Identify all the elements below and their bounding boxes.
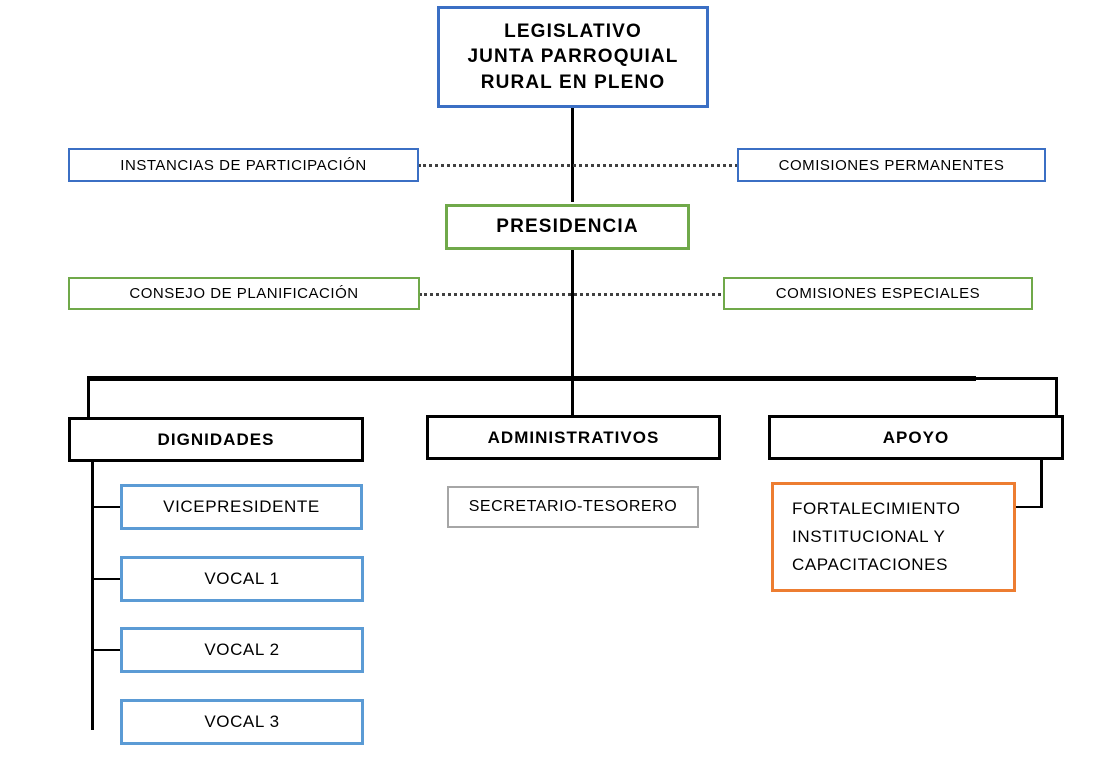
connector-stub-vocal-1 — [91, 578, 121, 580]
connector-dotted-asesoria — [419, 293, 726, 296]
node-dignidades[interactable]: DIGNIDADES — [68, 417, 364, 462]
node-apoyo[interactable]: APOYO — [768, 415, 1064, 460]
node-vocal-1[interactable]: VOCAL 1 — [120, 556, 364, 602]
node-vocal-3[interactable]: VOCAL 3 — [120, 699, 364, 745]
node-comisiones-permanentes[interactable]: COMISIONES PERMANENTES — [737, 148, 1046, 182]
connector-dotted-participacion — [418, 164, 738, 167]
node-vicepresidente-label: VICEPRESIDENTE — [163, 497, 320, 516]
node-presidencia[interactable]: PRESIDENCIA — [445, 204, 690, 250]
node-consejo-planificacion-label: CONSEJO DE PLANIFICACIÓN — [129, 285, 359, 302]
node-fortalecimiento-institucional[interactable]: FORTALECIMIENTO INSTITUCIONAL Y CAPACITA… — [771, 482, 1016, 592]
node-comisiones-permanentes-label: COMISIONES PERMANENTES — [778, 156, 1005, 174]
connector-apoyo-drop — [1040, 460, 1043, 508]
node-comisiones-especiales[interactable]: COMISIONES ESPECIALES — [723, 277, 1033, 310]
node-comisiones-especiales-label: COMISIONES ESPECIALES — [775, 285, 981, 302]
node-legislativo-label: LEGISLATIVO JUNTA PARROQUIAL RURAL EN PL… — [467, 21, 679, 93]
node-vocal-3-label: VOCAL 3 — [204, 712, 280, 731]
node-vocal-2[interactable]: VOCAL 2 — [120, 627, 364, 673]
connector-bus-to-dignidades — [87, 376, 90, 418]
node-instancias-participacion-label: INSTANCIAS DE PARTICIPACIÓN — [120, 156, 367, 174]
connector-stub-vicepresidente — [91, 506, 121, 508]
node-secretario-tesorero[interactable]: SECRETARIO-TESORERO — [447, 486, 699, 528]
node-legislativo[interactable]: LEGISLATIVO JUNTA PARROQUIAL RURAL EN PL… — [437, 6, 709, 108]
connector-bus-to-administrativos — [571, 376, 574, 416]
connector-stub-vocal-2 — [91, 649, 121, 651]
node-consejo-planificacion[interactable]: CONSEJO DE PLANIFICACIÓN — [68, 277, 420, 310]
connector-bus-horizontal-extension — [973, 377, 1058, 380]
node-presidencia-label: PRESIDENCIA — [496, 216, 639, 237]
connector-apoyo-to-fortalecimiento — [1014, 506, 1043, 508]
node-secretario-tesorero-label: SECRETARIO-TESORERO — [468, 498, 678, 515]
connector-legislativo-presidencia — [571, 107, 574, 202]
connector-bus-to-apoyo — [1055, 377, 1058, 416]
node-administrativos-label: ADMINISTRATIVOS — [487, 427, 660, 447]
connector-presidencia-bus — [571, 250, 574, 380]
node-vocal-2-label: VOCAL 2 — [204, 640, 280, 659]
node-apoyo-label: APOYO — [882, 427, 950, 447]
connector-dignidades-spine — [91, 462, 94, 730]
node-vocal-1-label: VOCAL 1 — [204, 569, 280, 588]
node-administrativos[interactable]: ADMINISTRATIVOS — [426, 415, 721, 460]
connector-bus-horizontal — [87, 376, 976, 381]
node-instancias-participacion[interactable]: INSTANCIAS DE PARTICIPACIÓN — [68, 148, 419, 182]
node-vicepresidente[interactable]: VICEPRESIDENTE — [120, 484, 363, 530]
node-dignidades-label: DIGNIDADES — [157, 429, 275, 449]
node-fortalecimiento-institucional-label: FORTALECIMIENTO INSTITUCIONAL Y CAPACITA… — [792, 498, 961, 575]
